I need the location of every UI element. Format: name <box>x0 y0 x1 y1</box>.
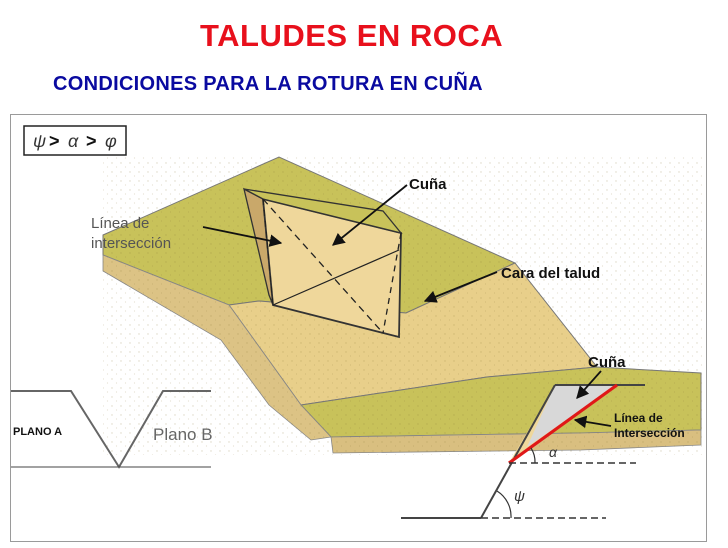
page-title: TALUDES EN ROCA <box>200 18 504 53</box>
page-subtitle: CONDICIONES PARA LA ROTURA EN CUÑA <box>53 73 483 95</box>
wedge-label: Cuña <box>409 176 447 193</box>
slope-face-arrow <box>423 271 498 303</box>
section-wedge-arrow <box>576 370 602 399</box>
section-psi: ψ <box>514 488 525 505</box>
greater-than-2: > <box>86 131 97 151</box>
section-wedge-label: Cuña <box>588 354 626 371</box>
section-intersection-line2: Intersección <box>614 426 685 440</box>
plane-a-label: PLANO A <box>13 426 62 438</box>
section-intersection-arrow <box>573 415 612 429</box>
wedge-failure-diagram: ψ > α > φ <box>11 125 703 519</box>
diagram-frame: ψ > α > φ <box>10 114 707 542</box>
section-alpha: α <box>549 444 558 460</box>
condition-box: ψ > α > φ <box>23 125 127 156</box>
slope-face-label: Cara del talud <box>501 265 600 282</box>
wedge-arrow <box>332 184 408 246</box>
section-intersection-line1: Línea de <box>614 411 663 425</box>
phi-symbol: φ <box>105 131 117 151</box>
intersection-label-line1: Línea de <box>91 215 149 232</box>
plane-b-label: Plano B <box>153 425 213 444</box>
intersection-line-dashed <box>262 198 384 334</box>
intersection-label-line2: intersección <box>91 235 171 252</box>
slope-block <box>102 155 703 455</box>
cross-section: α ψ Cuña Línea de Intersección <box>401 354 685 519</box>
intersection-line-section <box>508 383 618 465</box>
psi-symbol: ψ <box>33 131 46 151</box>
alpha-symbol: α <box>68 131 79 151</box>
planes-v-section: PLANO A Plano B <box>11 390 213 469</box>
greater-than-1: > <box>49 131 60 151</box>
intersection-arrow <box>202 226 283 247</box>
